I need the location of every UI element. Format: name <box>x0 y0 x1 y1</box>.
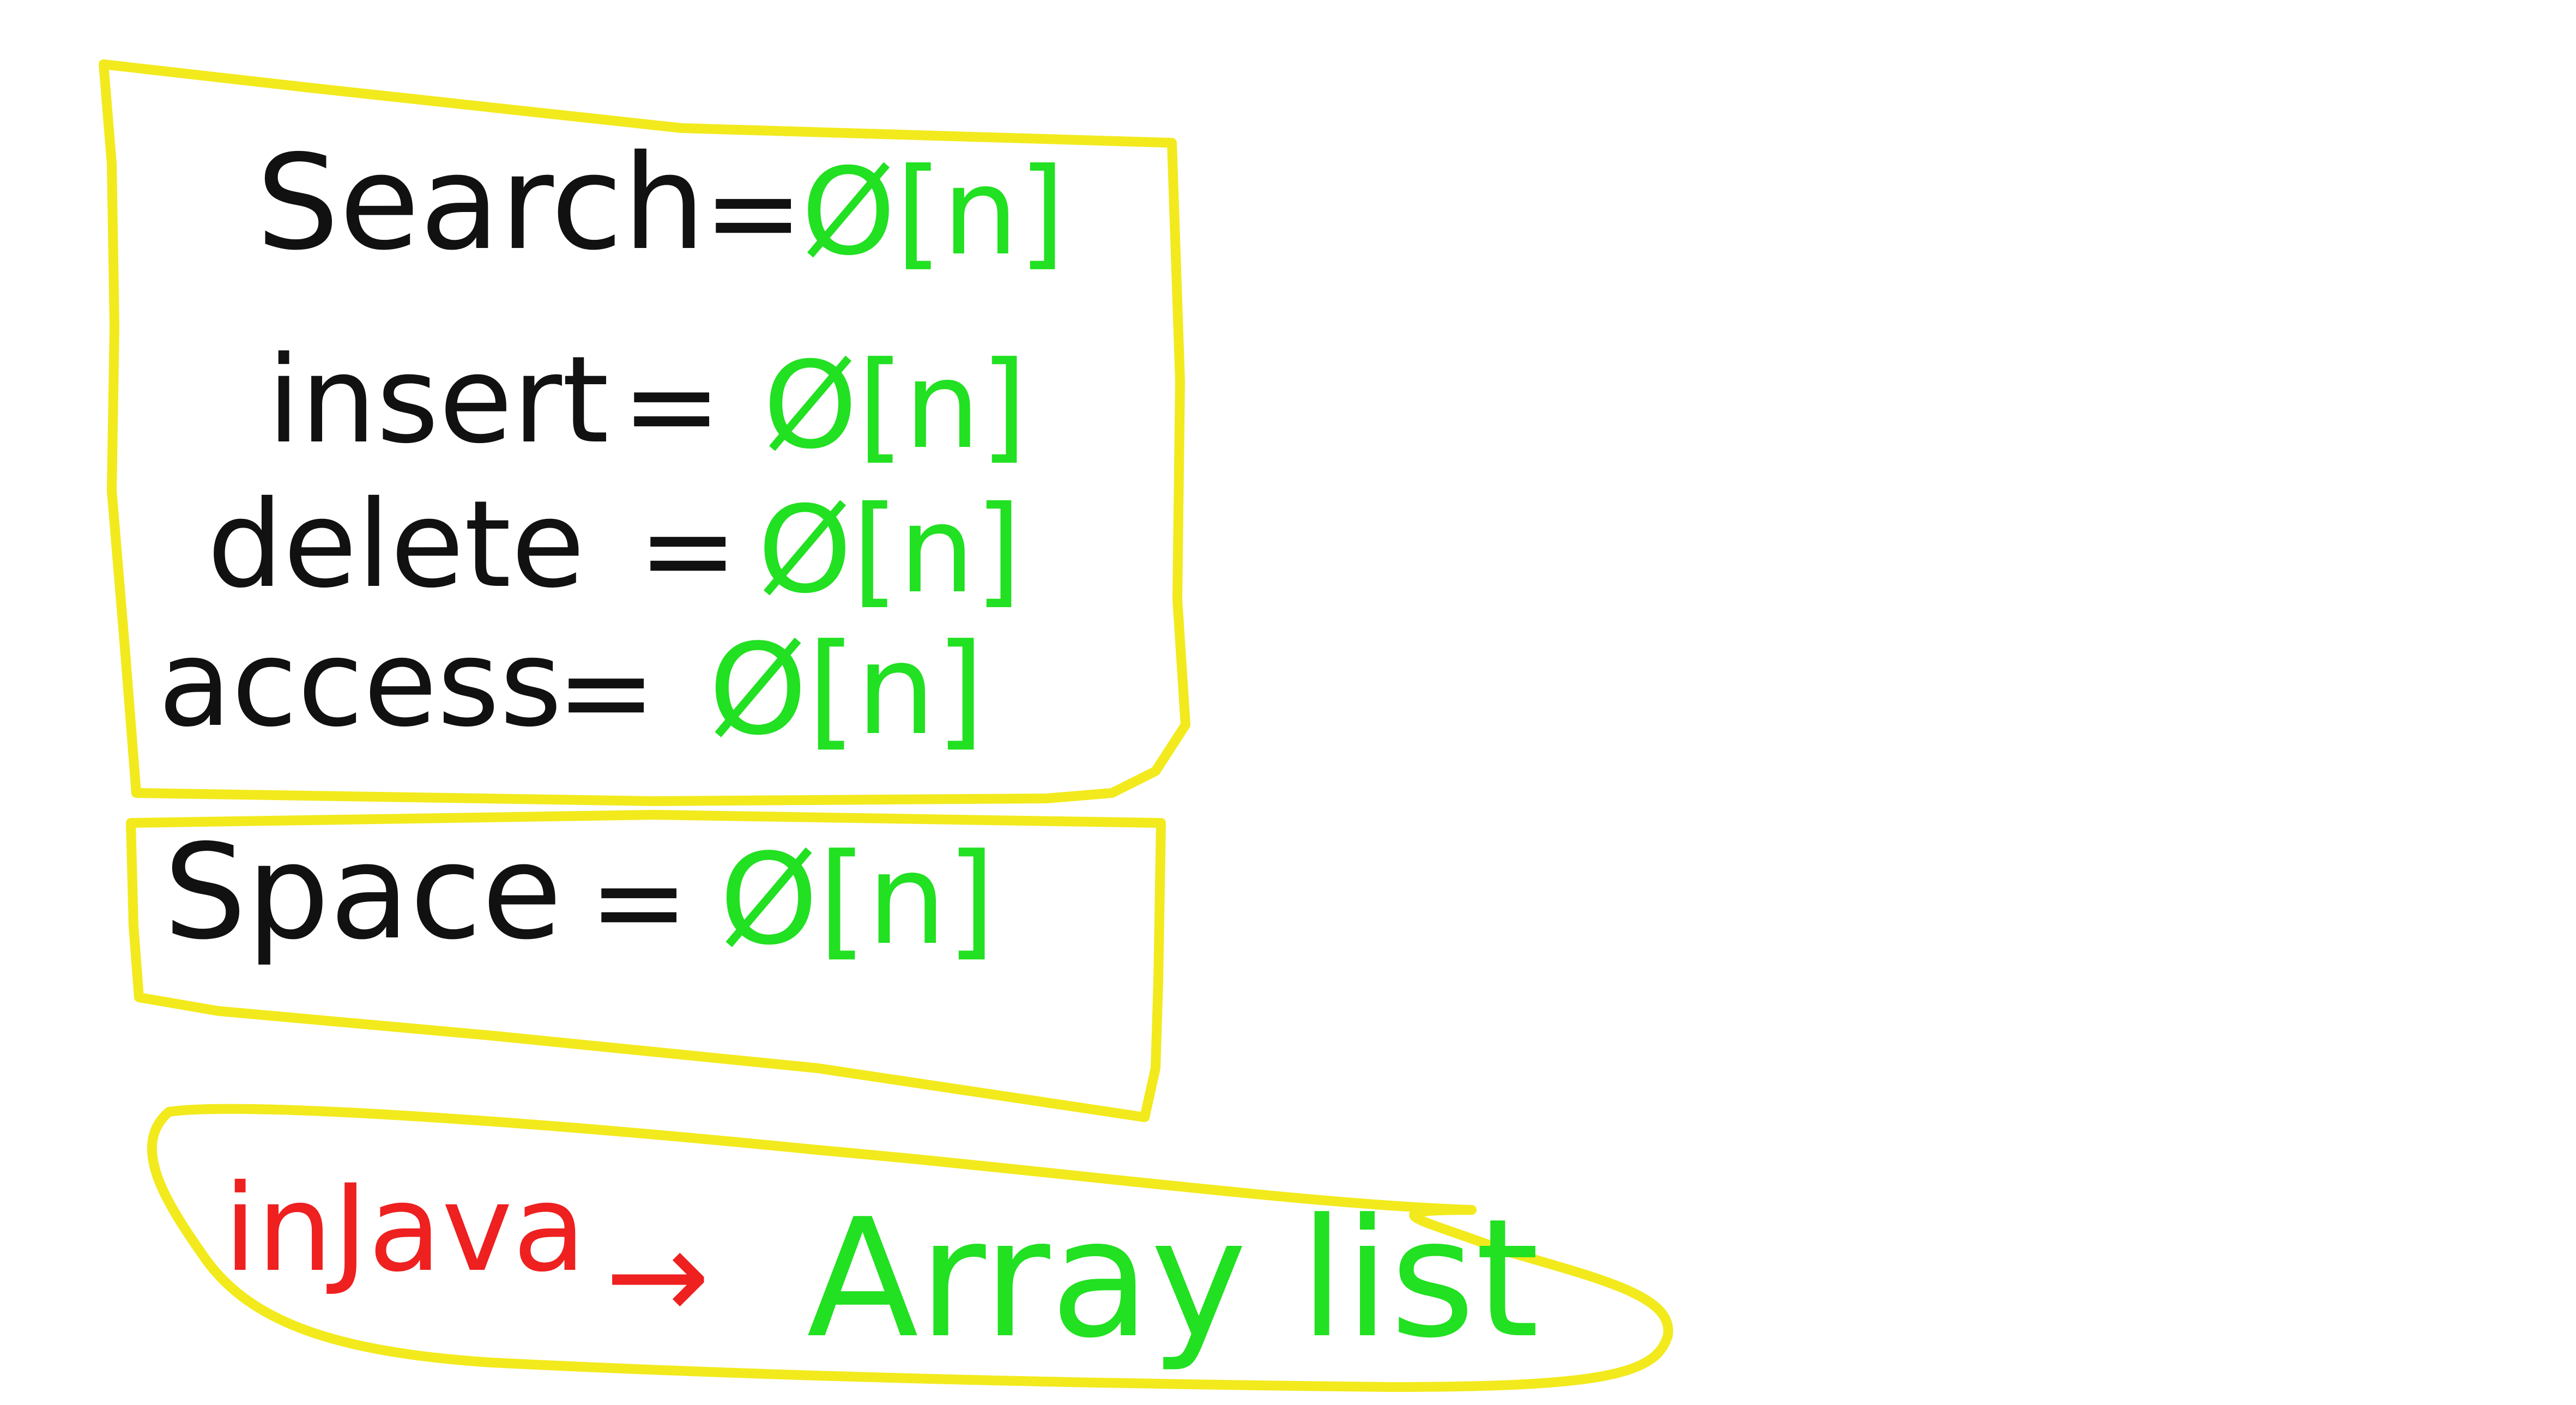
space-label: Space <box>164 816 562 968</box>
java-prefix: inJava <box>223 1159 586 1298</box>
java-result: Array list <box>807 1184 1539 1374</box>
operation-label: insert <box>267 330 609 470</box>
operations-box-outline <box>99 59 1190 806</box>
equals-sign: = <box>638 480 738 620</box>
operation-row-search: Search = Ø[n] <box>256 126 1065 282</box>
space-box-outline <box>126 810 1166 1122</box>
operation-row-access: access = Ø[n] <box>158 614 984 763</box>
java-note: inJava → Array list <box>223 1159 1539 1374</box>
complexity-value: Ø[n] <box>763 336 1027 475</box>
operation-label: Search <box>256 126 706 279</box>
arrow-icon: → <box>605 1203 710 1349</box>
java-note-outline <box>147 1104 1673 1392</box>
space-row: Space = Ø[n] <box>164 816 995 973</box>
operation-row-delete: delete = Ø[n] <box>207 475 1021 620</box>
operation-row-insert: insert = Ø[n] <box>267 330 1027 475</box>
equals-sign: = <box>703 142 803 282</box>
space-complexity-value: Ø[n] <box>719 827 995 973</box>
operation-label: access <box>158 614 562 753</box>
operation-label: delete <box>207 475 585 614</box>
equals-sign: = <box>589 832 689 971</box>
complexity-value: Ø[n] <box>801 142 1065 282</box>
complexity-value: Ø[n] <box>709 617 984 763</box>
equals-sign: = <box>556 622 656 761</box>
complexity-value: Ø[n] <box>758 480 1021 620</box>
equals-sign: = <box>621 336 722 475</box>
